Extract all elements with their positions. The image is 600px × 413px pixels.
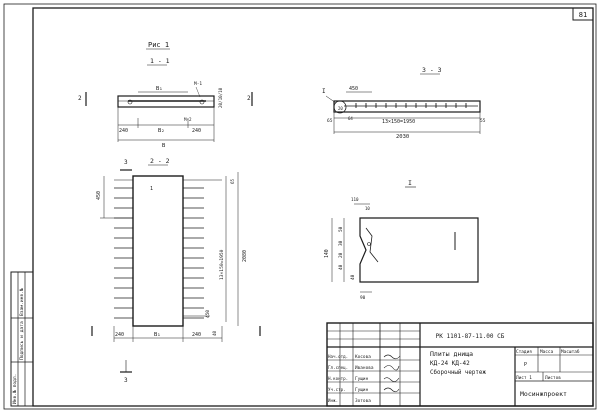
dim-13x150-plan: 13×150=1950 — [219, 249, 225, 280]
dim-240-right-1-1: 240 — [192, 128, 201, 134]
dim-40-plan: 40 — [212, 330, 217, 336]
figure-label: Рис 1 — [148, 41, 169, 49]
dim-450-right: 450 — [205, 310, 211, 318]
cut-3-top: 3 — [124, 159, 128, 166]
dim-90-detail: 90 — [360, 295, 366, 301]
stamp-name-5: Зотова — [355, 398, 371, 404]
dim-20-10: 20/10/10 — [218, 87, 223, 108]
dim-450-left: 450 — [96, 191, 102, 200]
stamp-col-scale: Масштаб — [561, 348, 580, 355]
mark-roman-3-3: I — [322, 88, 326, 95]
dim-65-plan: 65 — [230, 178, 235, 184]
signature-scribble-3 — [383, 377, 400, 382]
dim-30-detail: 30 — [338, 240, 344, 246]
mark-1-plan: 1 — [150, 186, 153, 192]
stamp-title-line1: Плиты днища — [430, 350, 473, 358]
rebar-ticks-3-3 — [355, 103, 467, 108]
stamp-title-line3: Сборочный чертеж — [430, 369, 486, 376]
section-3-3: 3 - 3 I 450 20 65 55 13×150=1950 64 2030 — [322, 66, 486, 140]
stamp-sheet-label: Лист 1 — [516, 375, 532, 381]
cut-3-bottom: 3 — [124, 377, 128, 384]
stamp-name-2: Иванова — [355, 365, 374, 371]
dim-b1-plan: B₁ — [154, 332, 161, 338]
dim-2030: 2030 — [396, 134, 409, 140]
title-block: РК 1101-87-11.00 СБ Плиты днища КД-24 КД… — [326, 322, 594, 407]
dim-b2: B₂ — [158, 128, 165, 134]
rebar-ticks-left — [114, 187, 133, 319]
stamp-title-line2: КД-24 КД-42 — [430, 360, 470, 367]
dim-2080: 2080 — [242, 250, 248, 262]
dim-450-3-3: 450 — [349, 86, 358, 92]
stamp-col-mass: Масса — [540, 349, 554, 355]
stamp-role-5: Инж. — [328, 398, 338, 403]
stamp-name-4: Гущин — [355, 387, 369, 393]
detail-i: I 140 50 30 20 40 40 110 10 90 — [324, 179, 479, 301]
dim-240-left-1-1: 240 — [119, 128, 128, 134]
dim-64-3-3: 64 — [348, 116, 353, 121]
dim-40-detail-b: 40 — [350, 274, 356, 280]
dim-20-detail: 20 — [338, 252, 344, 258]
cut-2-right: 2 — [247, 95, 251, 102]
stamp-role-1: Нач.отд. — [328, 354, 348, 359]
dim-240-right-plan: 240 — [192, 332, 201, 338]
section-3-3-title: 3 - 3 — [422, 66, 442, 74]
stamp-organization: Мосинжпроект — [520, 390, 567, 398]
dim-10-detail: 10 — [365, 206, 370, 211]
stamp-name-1: Косова — [355, 354, 371, 360]
detail-title: I — [408, 179, 412, 187]
stamp-role-3: Н.контр. — [328, 376, 348, 381]
section-1-1-title: 1 - 1 — [150, 57, 170, 65]
dim-13x150-3-3: 13×150=1950 — [382, 119, 415, 125]
side-stamp-col1: Инв.№ подл. — [12, 374, 18, 404]
mark-m2: M-2 — [184, 117, 192, 122]
inner-frame — [32, 7, 594, 407]
signature-scribble-1 — [383, 354, 401, 360]
side-stamp-col2: Подпись и дата — [19, 321, 25, 360]
dim-20-3-3: 20 — [338, 106, 343, 111]
dim-b1-top: B₁ — [156, 86, 163, 92]
stamp-stage-value: Р — [524, 362, 527, 368]
dim-110-detail: 110 — [351, 197, 359, 202]
dim-240-left-plan: 240 — [115, 332, 124, 338]
dim-55-3-3: 55 — [480, 118, 486, 124]
dim-40-detail-a: 40 — [338, 264, 344, 270]
stamp-role-2: Гл.спец. — [328, 365, 348, 370]
sheet-number-box: 81 — [572, 7, 594, 21]
stamp-name-3: Гущин — [355, 376, 369, 382]
sheet-number: 81 — [579, 11, 587, 19]
dim-65-3-3: 65 — [327, 118, 333, 124]
stamp-code: РК 1101-87-11.00 СБ — [436, 333, 505, 340]
signature-scribble-4 — [383, 387, 400, 393]
stamp-col-stage: Стадия — [516, 349, 532, 355]
dim-140-detail: 140 — [324, 249, 330, 258]
section-2-2-title: 2 - 2 — [150, 157, 170, 165]
side-stamp: Инв.№ подл. Подпись и дата Взам.инв.№ — [10, 271, 34, 407]
mark-m1: M-1 — [194, 81, 202, 87]
signature-scribble-2 — [383, 365, 400, 371]
section-2-2: 2 - 2 3 1 450 13×150=1950 2080 65 450 40 — [91, 157, 261, 384]
rebar-ticks-right — [183, 187, 204, 319]
side-stamp-col3: Взам.инв.№ — [19, 288, 25, 316]
stamp-role-4: Уч.стр. — [328, 387, 346, 392]
dim-50-detail: 50 — [338, 226, 344, 232]
section-1-1: 1 - 1 2 2 B₁ M-1 20/10/10 240 B₂ 240 M-2… — [78, 57, 253, 149]
stamp-sheets-label: Листов — [545, 375, 561, 381]
dim-b-1-1: B — [162, 143, 166, 149]
outer-frame — [3, 3, 597, 410]
cut-2-left: 2 — [78, 95, 82, 102]
